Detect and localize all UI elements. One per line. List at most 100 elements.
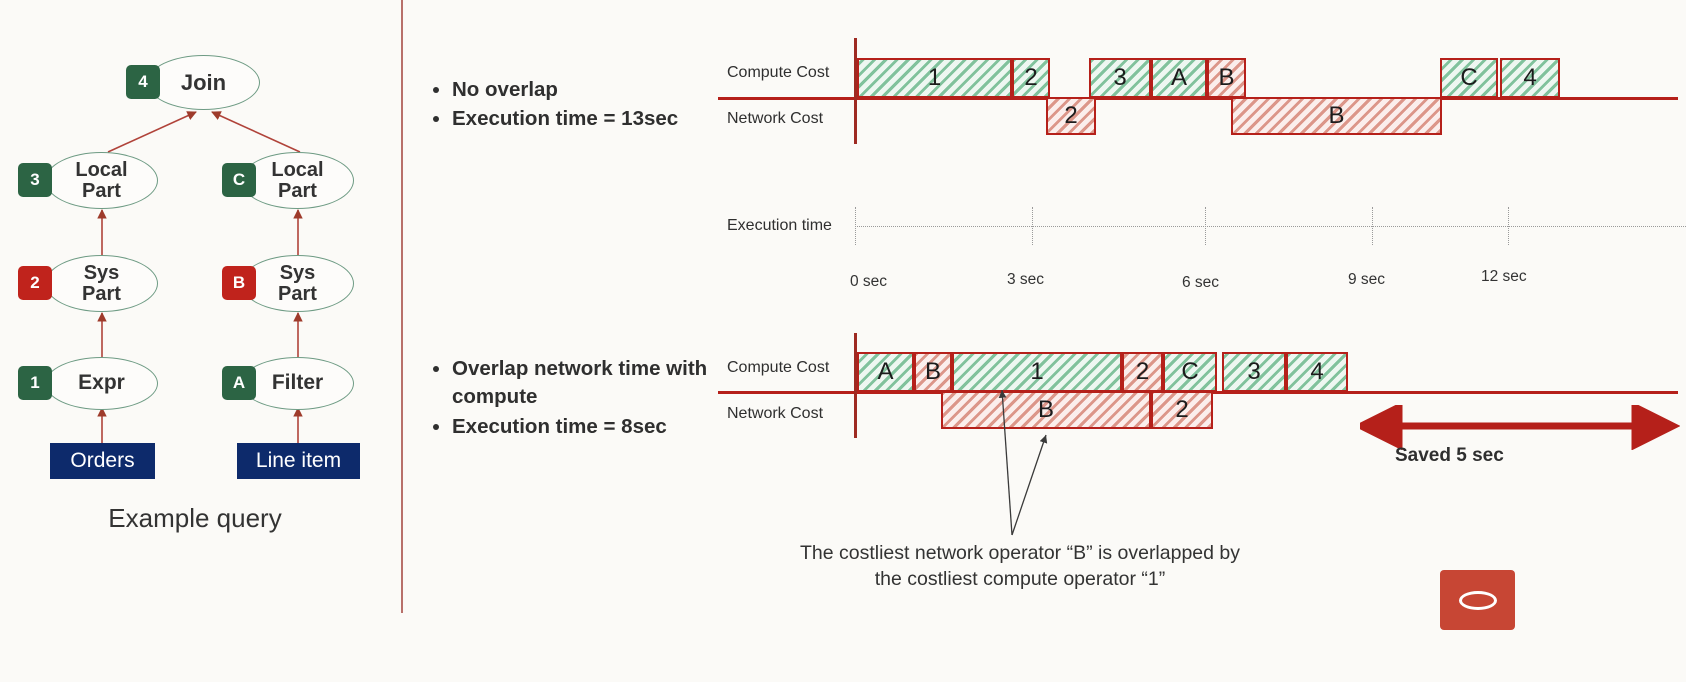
bottom-compute-bar-2[interactable]: 2	[1122, 352, 1163, 392]
tree-edges	[97, 111, 303, 443]
bottom-compute-bar-3-label: 3	[1247, 358, 1261, 385]
top-compute-bar-3-label: 3	[1113, 64, 1127, 91]
tree-tag-expr: 1	[18, 366, 52, 400]
bottom-caption: The costliest network operator “B” is ov…	[740, 540, 1300, 593]
tree-tag-local-part-left: 3	[18, 163, 52, 197]
top-compute-bar-4[interactable]: 4	[1500, 58, 1560, 98]
top-chart-baseline	[718, 97, 1678, 100]
tree-node-local-part-right-line2: Part	[278, 179, 317, 202]
top-compute-bar-1-label: 1	[927, 64, 942, 91]
axis-tick-label-0: 0 sec	[850, 273, 888, 290]
axis-tick-9	[1372, 207, 1373, 245]
tree-tag-local-part-right-label: C	[232, 170, 246, 189]
tree-node-join-label: Join	[180, 69, 227, 95]
saved-time-label: Saved 5 sec	[1395, 445, 1504, 466]
tree-node-filter-label: Filter	[271, 371, 324, 395]
top-compute-bar-2[interactable]: 2	[1012, 58, 1050, 98]
tree-node-sys-part-right-line1: Sys	[279, 261, 316, 284]
tree-node-filter[interactable]: Filter	[241, 357, 354, 410]
axis-tick-label-12: 12 sec	[1481, 268, 1527, 285]
bottom-compute-bar-2-label: 2	[1135, 358, 1150, 385]
bottom-compute-bar-3[interactable]: 3	[1222, 352, 1286, 392]
top-network-bar-B[interactable]: B	[1231, 97, 1442, 135]
axis-tick-12	[1508, 207, 1509, 245]
bullets-no-overlap: No overlap Execution time = 13sec	[430, 76, 720, 135]
top-network-bar-2-label: 2	[1064, 102, 1078, 129]
top-compute-bar-C-label: C	[1460, 64, 1478, 91]
tree-node-sys-part-right-line2: Part	[278, 282, 317, 305]
tree-tag-sys-part-right-label: B	[232, 273, 246, 292]
top-row-label-compute: Compute Cost	[727, 64, 830, 81]
bottom-caption-line1: The costliest network operator “B” is ov…	[799, 542, 1241, 564]
tree-node-sys-part-left-line1: Sys	[83, 261, 120, 284]
tree-tag-local-part-right: C	[222, 163, 256, 197]
top-compute-bar-B-label: B	[1218, 64, 1235, 91]
tree-node-sys-part-left[interactable]: Sys Part	[45, 255, 158, 312]
saved-time-arrow	[1360, 405, 1680, 450]
tree-tag-join: 4	[126, 65, 160, 99]
bottom-compute-bar-B[interactable]: B	[914, 352, 952, 392]
bottom-chart-origin-tick	[854, 333, 857, 438]
tree-table-orders[interactable]: Orders	[50, 443, 155, 479]
bullet-exec-time-8: Execution time = 8sec	[452, 413, 715, 441]
tree-tag-expr-label: 1	[30, 373, 40, 392]
bullet-overlap-network: Overlap network time with compute	[452, 355, 715, 412]
axis-tick-0	[855, 207, 856, 245]
bottom-compute-bar-4[interactable]: 4	[1286, 352, 1348, 392]
bullets-overlap: Overlap network time with compute Execut…	[430, 355, 715, 442]
tree-tag-sys-part-left-label: 2	[30, 273, 40, 292]
bottom-compute-bar-1-label: 1	[1030, 358, 1044, 385]
tree-node-local-part-left[interactable]: Local Part	[45, 152, 158, 209]
bullet-no-overlap: No overlap	[452, 76, 720, 104]
vertical-divider	[401, 0, 403, 613]
top-compute-bar-1[interactable]: 1	[857, 58, 1012, 98]
tree-node-local-part-right-line1: Local	[271, 158, 324, 181]
example-query-caption: Example query	[108, 503, 282, 533]
top-network-bar-B-label: B	[1328, 102, 1345, 129]
top-network-bar-2[interactable]: 2	[1046, 97, 1096, 135]
top-compute-bar-A[interactable]: A	[1151, 58, 1207, 98]
tree-node-sys-part-right[interactable]: Sys Part	[241, 255, 354, 312]
bottom-network-bar-B[interactable]: B	[941, 391, 1151, 429]
tree-node-join[interactable]: Join	[147, 55, 260, 110]
bottom-compute-bar-C[interactable]: C	[1163, 352, 1217, 392]
top-compute-bar-C[interactable]: C	[1440, 58, 1498, 98]
axis-tick-label-9: 9 sec	[1348, 271, 1386, 288]
axis-tick-label-6: 6 sec	[1182, 274, 1220, 291]
tree-tag-sys-part-left: 2	[18, 266, 52, 300]
bottom-compute-bar-A[interactable]: A	[857, 352, 914, 392]
top-compute-bar-3[interactable]: 3	[1089, 58, 1151, 98]
bullet-exec-time-13: Execution time = 13sec	[452, 105, 720, 133]
tree-node-sys-part-left-line2: Part	[82, 282, 121, 305]
tree-tag-filter: A	[222, 366, 256, 400]
bottom-network-bar-B-label: B	[1037, 396, 1054, 423]
tree-tag-local-part-left-label: 3	[30, 170, 40, 189]
axis-tick-6	[1205, 207, 1206, 245]
tree-table-line-item[interactable]: Line item	[237, 443, 360, 479]
top-chart-origin-tick	[854, 38, 857, 144]
oracle-logo-ring	[1458, 590, 1497, 610]
caption-leader-lines	[998, 389, 1048, 536]
bottom-network-bar-2[interactable]: 2	[1151, 391, 1213, 429]
bottom-compute-bar-4-label: 4	[1310, 358, 1324, 385]
tree-tag-filter-label: A	[232, 373, 246, 392]
axis-tick-3	[1032, 207, 1033, 245]
tree-tag-join-label: 4	[138, 72, 148, 91]
top-compute-bar-4-label: 4	[1523, 64, 1537, 91]
bottom-caption-line2: the costliest compute operator “1”	[874, 568, 1166, 591]
axis-dotted-line	[855, 226, 1686, 227]
tree-node-expr-label: Expr	[78, 371, 125, 395]
top-compute-bar-B[interactable]: B	[1207, 58, 1246, 98]
bottom-network-bar-2-label: 2	[1175, 396, 1189, 423]
top-row-label-network: Network Cost	[727, 110, 824, 127]
tree-table-orders-label: Orders	[70, 449, 135, 472]
query-tree-diagram: Join 4 Local Part 3 Local Part C Sys Par…	[0, 0, 401, 620]
tree-node-local-part-right[interactable]: Local Part	[241, 152, 354, 209]
tree-node-expr[interactable]: Expr	[45, 357, 158, 410]
bottom-compute-bar-C-label: C	[1181, 358, 1199, 385]
bottom-compute-bar-1[interactable]: 1	[952, 352, 1122, 392]
bottom-row-label-network: Network Cost	[727, 405, 824, 422]
bottom-compute-bar-A-label: A	[877, 358, 894, 385]
tree-node-local-part-left-line1: Local	[75, 158, 128, 181]
top-compute-bar-A-label: A	[1170, 64, 1187, 91]
